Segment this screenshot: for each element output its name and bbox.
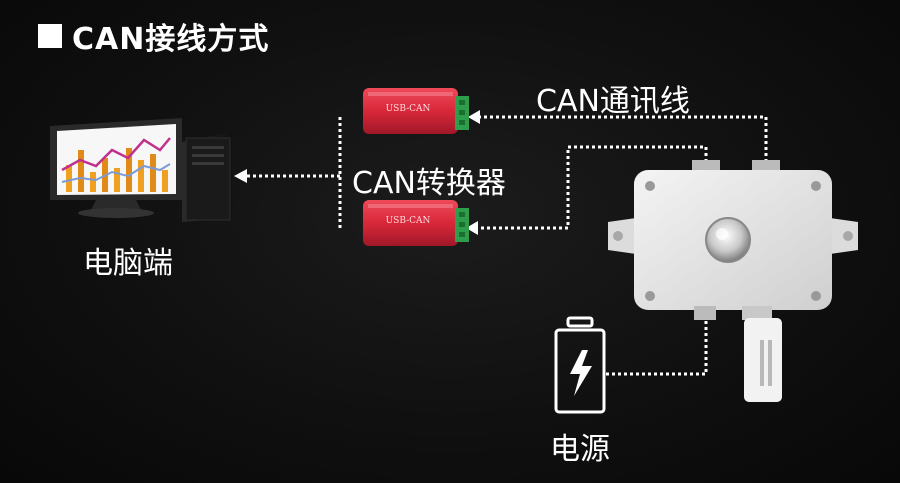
square-bullet-icon — [38, 24, 62, 48]
can-line-label: CAN通讯线 — [536, 84, 690, 119]
title-text: CAN接线方式 — [72, 22, 270, 57]
computer-icon — [50, 118, 232, 222]
power-label: 电源 — [550, 432, 610, 467]
usb-can-converter-bottom: USB-CAN — [363, 200, 469, 246]
converter-label: CAN转换器 — [352, 166, 506, 201]
wire-converters-to-pc — [246, 117, 342, 228]
battery-icon — [554, 316, 606, 414]
converter-bottom-label: USB-CAN — [386, 216, 431, 226]
monitor-chart — [61, 137, 171, 192]
arrow-to-computer — [234, 169, 247, 183]
arrow-to-bottom-converter — [466, 221, 478, 235]
usb-can-converter-top: USB-CAN — [363, 88, 469, 134]
section-title: CAN接线方式 — [38, 14, 269, 58]
sensor-device-icon — [608, 160, 858, 402]
converter-top-label: USB-CAN — [386, 104, 431, 114]
computer-label: 电脑端 — [83, 246, 173, 281]
wire-can-top — [480, 115, 768, 168]
arrow-to-top-converter — [468, 110, 480, 124]
arrowheads — [234, 110, 480, 235]
wire-can-bottom — [478, 145, 708, 230]
wires — [246, 115, 768, 376]
lightning-icon — [570, 350, 592, 396]
wire-power — [606, 318, 708, 376]
